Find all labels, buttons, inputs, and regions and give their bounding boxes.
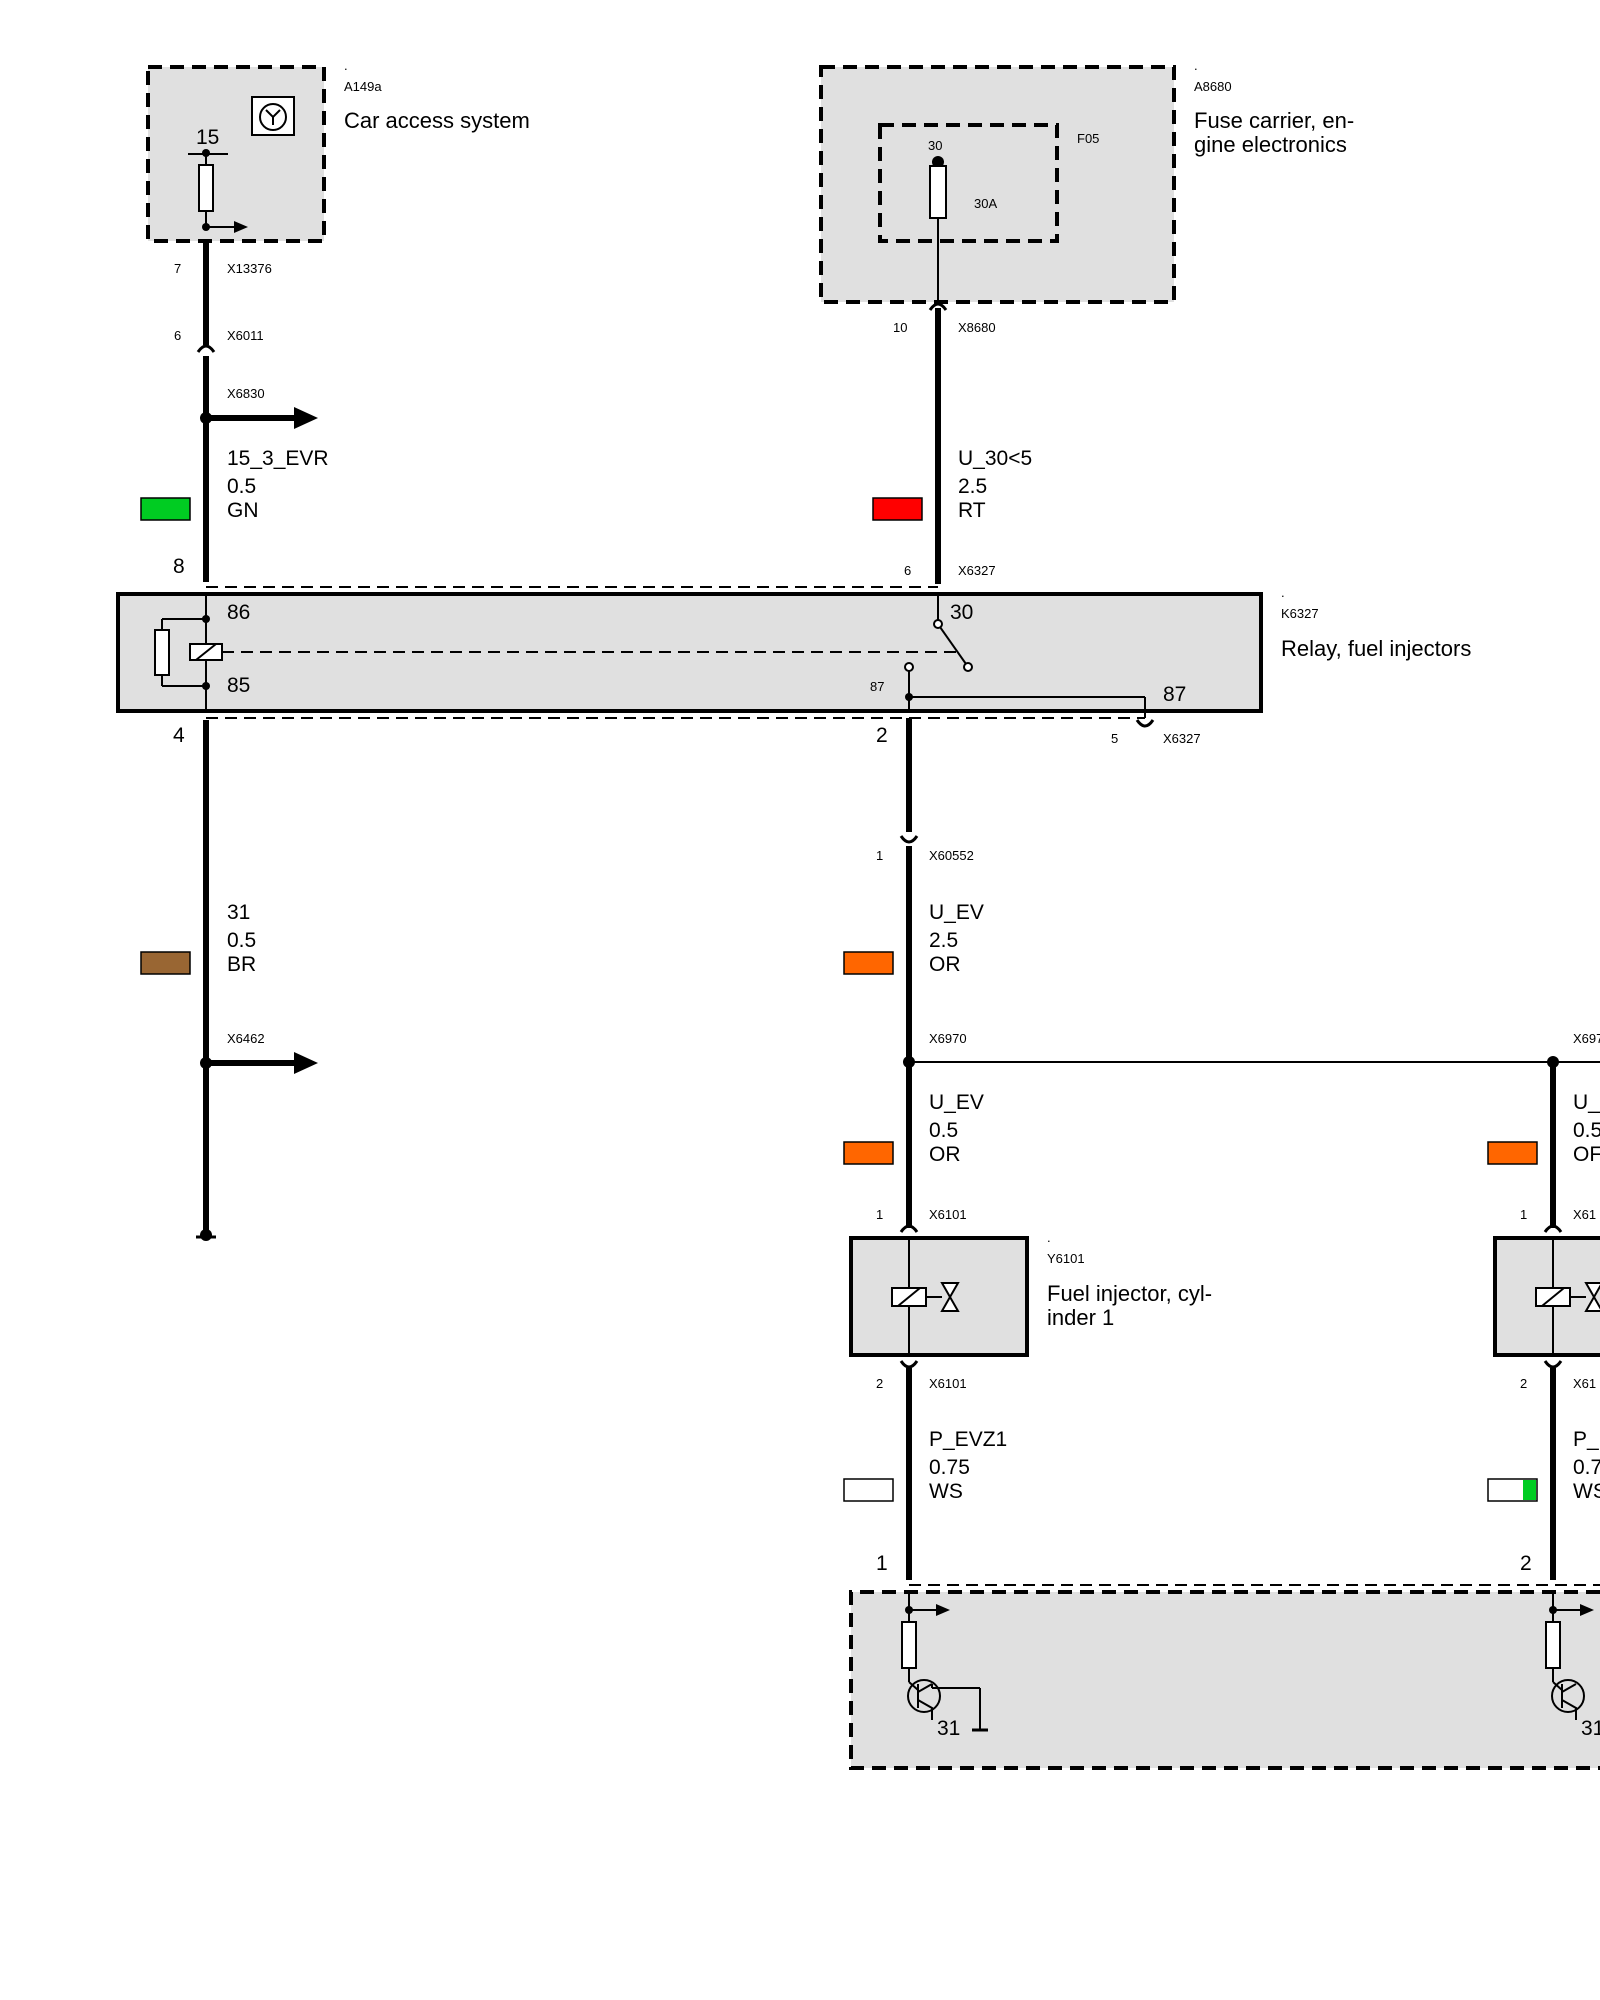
wire-uev1-signal: U_EV bbox=[929, 1091, 984, 1114]
ecu-pin-1: 1 bbox=[876, 1552, 888, 1575]
car-access-pin: 15 bbox=[196, 126, 219, 149]
wire-31-color: BR bbox=[227, 953, 256, 976]
ecu-pin-2: 2 bbox=[1520, 1552, 1532, 1575]
wire-p2-color: WS bbox=[1573, 1480, 1600, 1503]
x8680-pin: 10 bbox=[893, 320, 907, 335]
x6462-label: X6462 bbox=[227, 1031, 265, 1046]
injector2-pin-in: 1 bbox=[1520, 1207, 1527, 1222]
injector1-pin-out: 2 bbox=[876, 1376, 883, 1391]
wire-30-size: 2.5 bbox=[958, 475, 987, 498]
wire-p2-signal: P_ bbox=[1573, 1428, 1599, 1451]
relay-conn-top: X6327 bbox=[958, 563, 996, 578]
relay-id: K6327 bbox=[1281, 606, 1319, 621]
wire-uev2-color: OF bbox=[1573, 1143, 1600, 1166]
fuse-carrier-id: A8680 bbox=[1194, 79, 1232, 94]
relay-conn-bottom-pin: 5 bbox=[1111, 731, 1118, 746]
x8680-label: X8680 bbox=[958, 320, 996, 335]
relay-pin-86: 86 bbox=[227, 601, 250, 624]
relay-ext-pin-4: 4 bbox=[173, 724, 185, 747]
fuse-carrier-name-2: gine electronics bbox=[1194, 132, 1347, 157]
x60552-label: X60552 bbox=[929, 848, 974, 863]
left-wire: 7 X13376 6 X6011 X6830 15_3_EVR 0.5 GN 3… bbox=[140, 241, 329, 1241]
car-access-system: 15 . A149a Car access system bbox=[146, 58, 530, 243]
wire-p2-stripe bbox=[1523, 1480, 1536, 1500]
x6011-label: X6011 bbox=[227, 328, 264, 343]
relay-conn-bottom: X6327 bbox=[1163, 731, 1201, 746]
wire-p1-swatch bbox=[843, 1478, 894, 1502]
x6830-label: X6830 bbox=[227, 386, 265, 401]
relay-ext-pin-8: 8 bbox=[173, 555, 185, 578]
wire-uev-color: OR bbox=[929, 953, 961, 976]
relay-conn-top-pin: 6 bbox=[904, 563, 911, 578]
wire-p2-size: 0.7 bbox=[1573, 1456, 1600, 1479]
car-access-id: A149a bbox=[344, 79, 382, 94]
fuel-injector-2: U_ 0.5 OF 1 X61 2 X61 P_ 0.7 WS bbox=[1487, 1062, 1600, 1580]
injector1-conn-out: X6101 bbox=[929, 1376, 967, 1391]
wire-p1-signal: P_EVZ1 bbox=[929, 1428, 1007, 1451]
fuse-pin: 30 bbox=[928, 138, 942, 153]
wire-uev-swatch bbox=[843, 951, 894, 975]
injector2-conn-out: X61 bbox=[1573, 1376, 1596, 1391]
wire-31-signal: 31 bbox=[227, 901, 250, 924]
x6970-label: X6970 bbox=[929, 1031, 967, 1046]
wire-30-signal: U_30<5 bbox=[958, 447, 1032, 470]
injector1-pin-in: 1 bbox=[876, 1207, 883, 1222]
injector1-name-1: Fuel injector, cyl- bbox=[1047, 1281, 1212, 1306]
relay-pin-30: 30 bbox=[950, 601, 973, 624]
relay-dot: . bbox=[1281, 585, 1285, 600]
wire-30-swatch bbox=[872, 497, 923, 521]
x6970b-label: X697 bbox=[1573, 1031, 1600, 1046]
wire-uev-signal: U_EV bbox=[929, 901, 984, 924]
x13376-label: X13376 bbox=[227, 261, 272, 276]
car-access-name: Car access system bbox=[344, 108, 530, 133]
fuse-carrier: 30 30A F05 . A8680 Fuse carrier, en- gin… bbox=[819, 58, 1354, 304]
fuse-rating: 30A bbox=[974, 196, 997, 211]
wire-15-signal: 15_3_EVR bbox=[227, 447, 329, 470]
relay-pin-87b: 87 bbox=[1163, 683, 1186, 706]
car-access-dot: . bbox=[344, 58, 348, 73]
injector1-name-2: inder 1 bbox=[1047, 1305, 1114, 1330]
x60552-pin: 1 bbox=[876, 848, 883, 863]
injector1-dot: . bbox=[1047, 1230, 1051, 1245]
x13376-pin: 7 bbox=[174, 261, 181, 276]
wire-31-swatch bbox=[140, 951, 191, 975]
wire-uev2-swatch bbox=[1487, 1141, 1538, 1165]
wire-uev1-swatch bbox=[843, 1141, 894, 1165]
wire-uev2-size: 0.5 bbox=[1573, 1119, 1600, 1142]
wire-15-color: GN bbox=[227, 499, 259, 522]
wire-u30: 10 X8680 U_30<5 2.5 RT bbox=[872, 302, 1032, 584]
injector2-pin-out: 2 bbox=[1520, 1376, 1527, 1391]
fuse-id: F05 bbox=[1077, 131, 1099, 146]
engine-control-unit: 1 2 31 31 bbox=[849, 1552, 1600, 1770]
x6011-pin: 6 bbox=[174, 328, 181, 343]
injector2-conn-in: X61 bbox=[1573, 1207, 1596, 1222]
fuel-injector-1: 1 X6101 . Y6101 Fuel injector, cyl- inde… bbox=[843, 1207, 1212, 1580]
ecu-gnd-1: 31 bbox=[937, 1717, 960, 1740]
injector1-conn-in: X6101 bbox=[929, 1207, 967, 1222]
ecu-gnd-2: 31 bbox=[1581, 1717, 1600, 1740]
wire-uev1-size: 0.5 bbox=[929, 1119, 958, 1142]
wire-30-color: RT bbox=[958, 499, 986, 522]
wire-uev-size: 2.5 bbox=[929, 929, 958, 952]
relay-ext-pin-2: 2 bbox=[876, 724, 888, 747]
fuse-carrier-dot: . bbox=[1194, 58, 1198, 73]
wire-uev1-color: OR bbox=[929, 1143, 961, 1166]
relay-pin-85: 85 bbox=[227, 674, 250, 697]
wire-uev: 1 X60552 U_EV 2.5 OR X6970 X697 U_EV 0.5… bbox=[843, 718, 1600, 1228]
wire-15-swatch bbox=[140, 497, 191, 521]
wire-31-size: 0.5 bbox=[227, 929, 256, 952]
relay-fuel-injectors: 8 6 X6327 86 85 30 87 87 4 2 5 X6327 . K… bbox=[116, 555, 1471, 747]
wire-15-size: 0.5 bbox=[227, 475, 256, 498]
relay-name: Relay, fuel injectors bbox=[1281, 636, 1471, 661]
wire-p1-size: 0.75 bbox=[929, 1456, 970, 1479]
wire-uev2-signal: U_ bbox=[1573, 1091, 1600, 1114]
injector1-id: Y6101 bbox=[1047, 1251, 1085, 1266]
wire-p1-color: WS bbox=[929, 1480, 963, 1503]
fuse-carrier-name-1: Fuse carrier, en- bbox=[1194, 108, 1354, 133]
relay-pin-87: 87 bbox=[870, 679, 884, 694]
